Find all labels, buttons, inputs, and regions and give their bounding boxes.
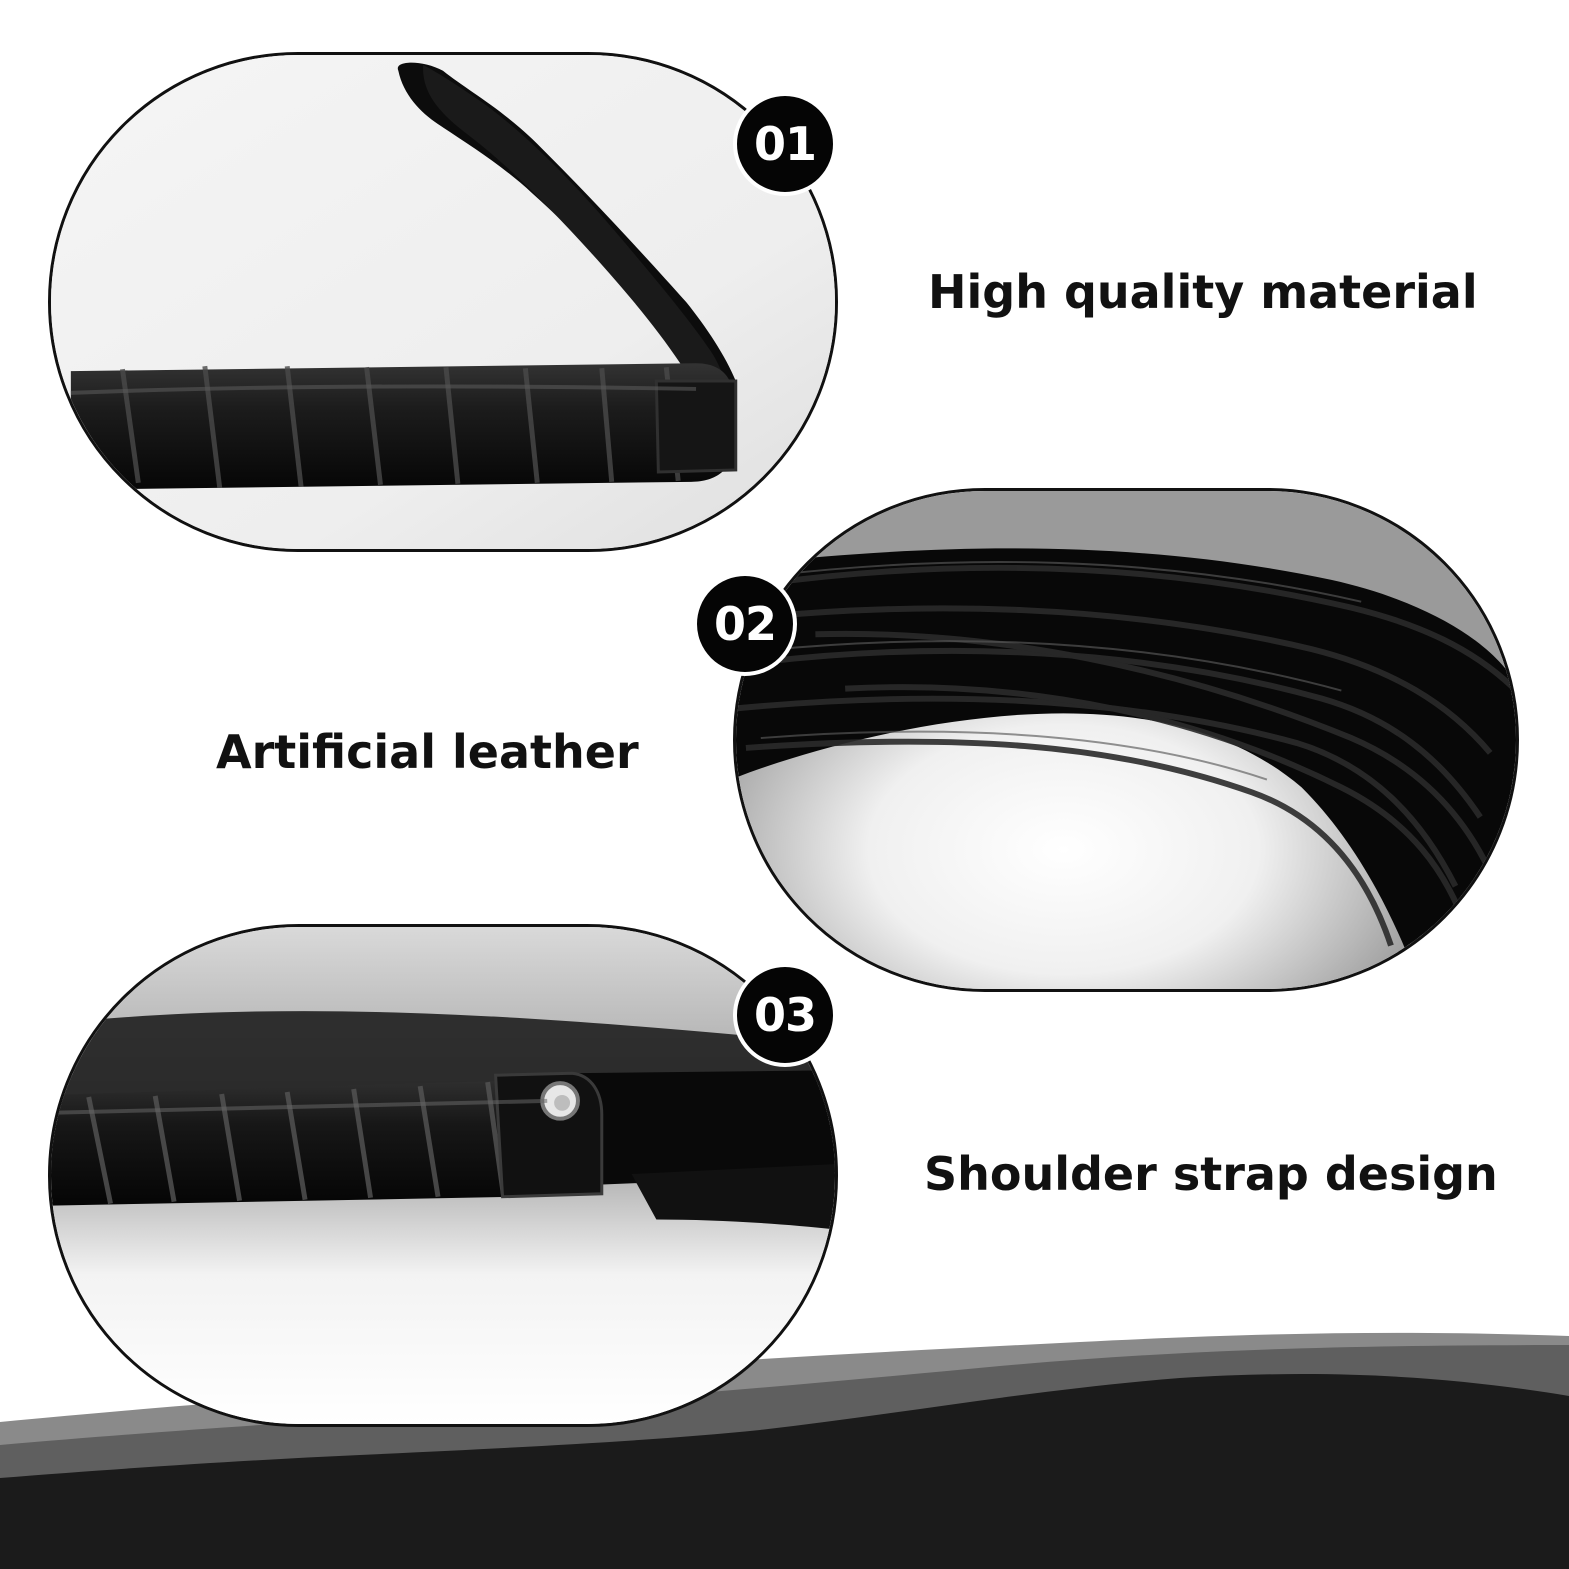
feature-image-handle-rivet [48,924,838,1427]
feature-image-handle-loop [48,52,838,552]
feature-title: High quality material [928,265,1478,319]
feature-title: Shoulder strap design [924,1147,1498,1201]
feature-number-badge: 02 [693,572,797,676]
leather-tails-illustration [736,491,1516,989]
feature-number-badge: 01 [733,92,837,196]
handle-loop-illustration [51,55,835,549]
handle-rivet-illustration [51,927,835,1424]
feature-number-badge: 03 [733,963,837,1067]
feature-title: Artificial leather [216,725,639,779]
feature-image-leather-tails [733,488,1519,992]
